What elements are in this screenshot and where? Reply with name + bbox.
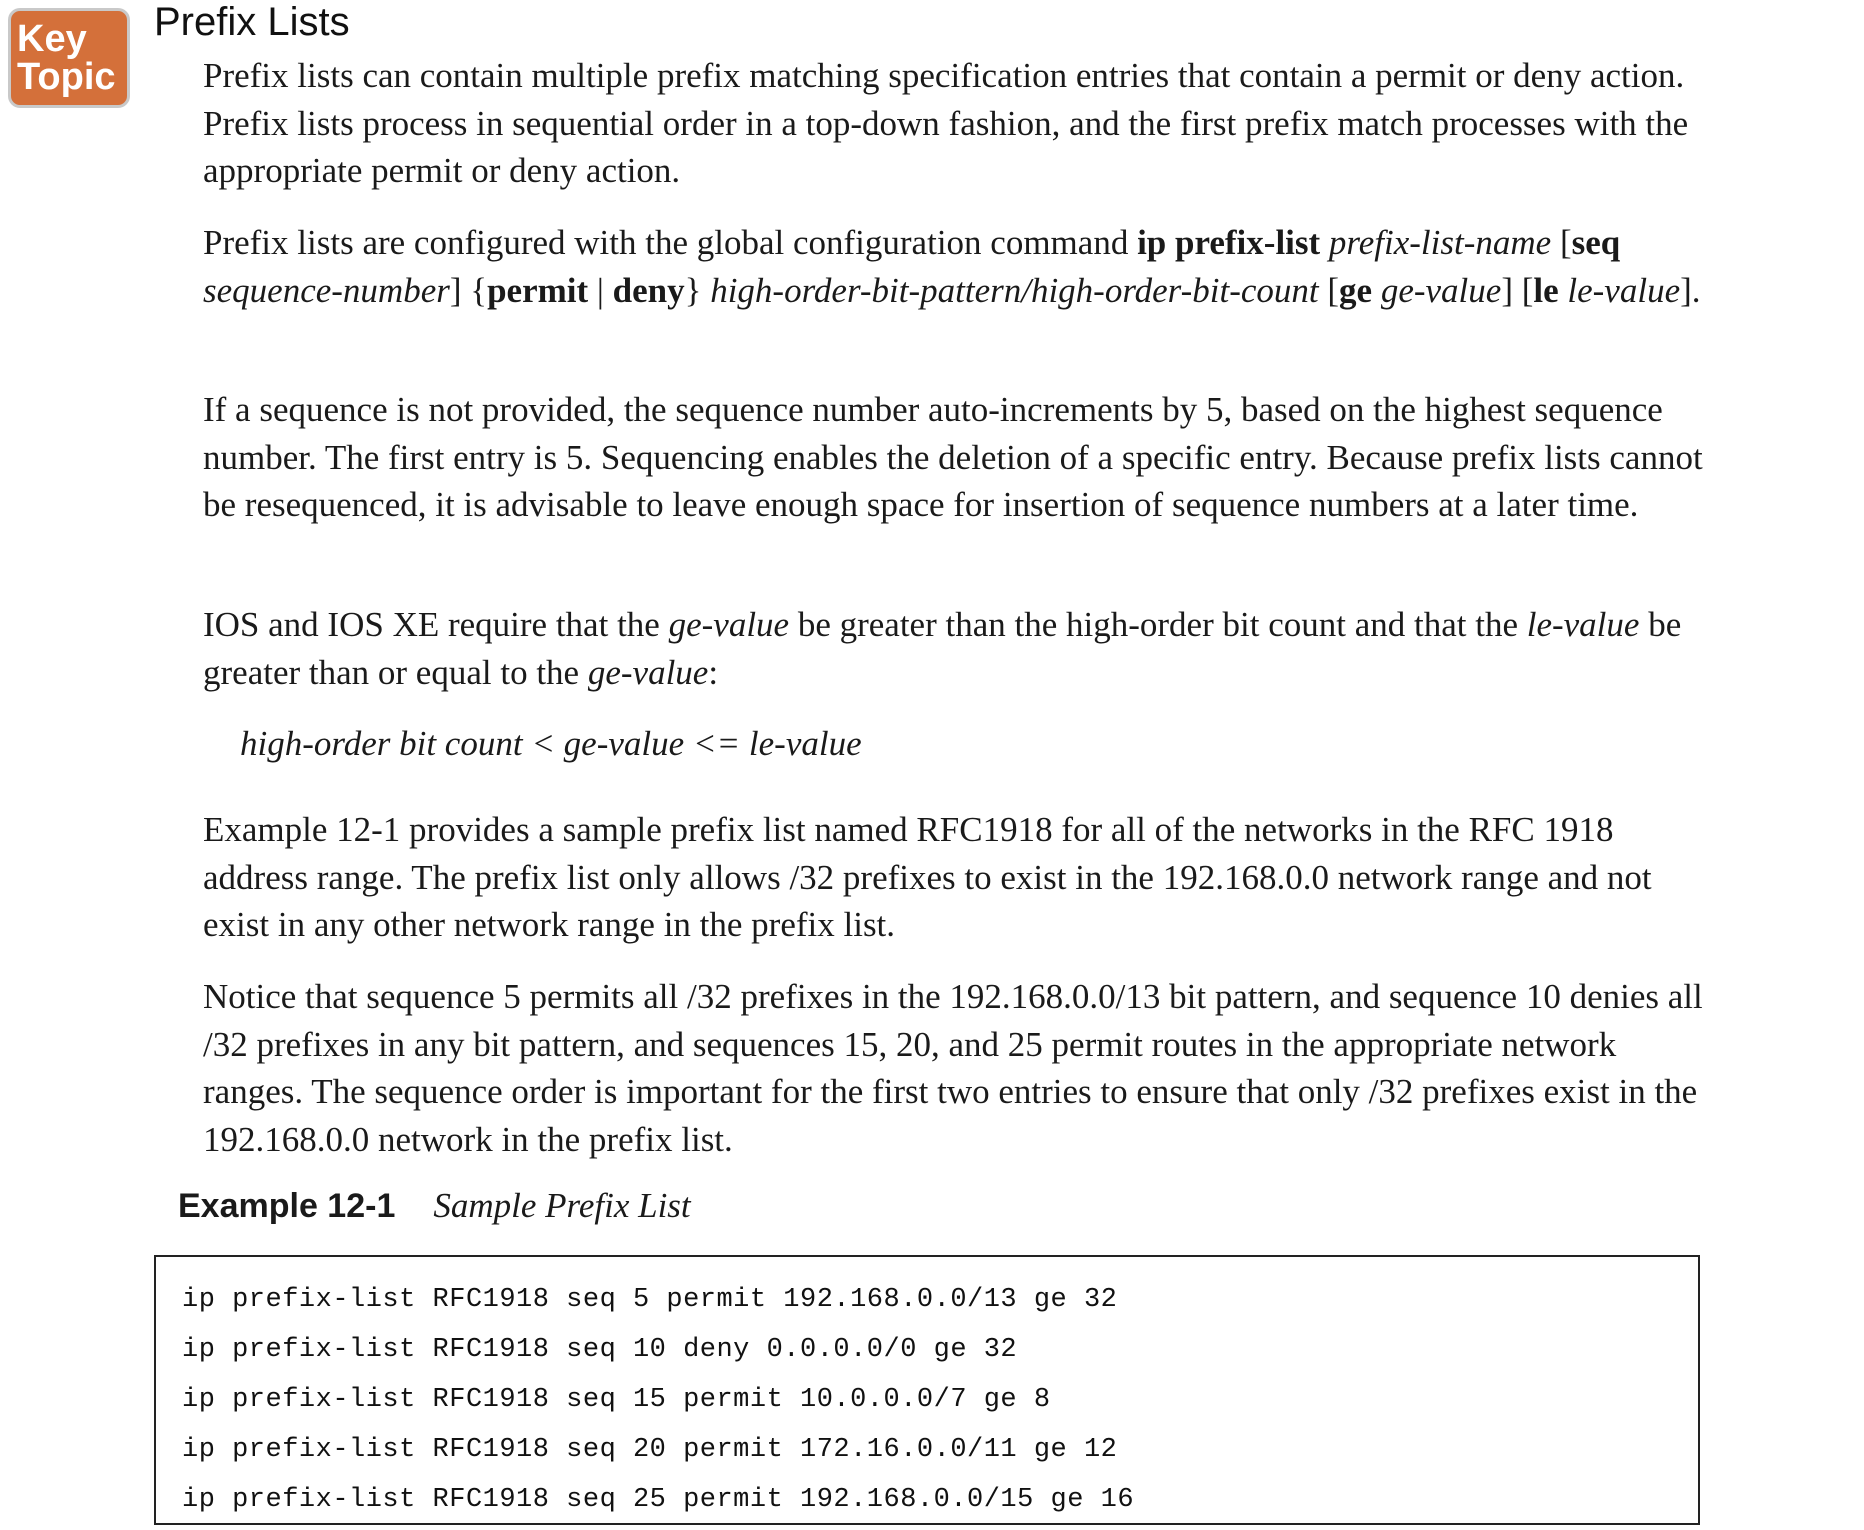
key-topic-line2: Topic: [17, 56, 116, 98]
example-title: Sample Prefix List: [433, 1186, 691, 1225]
code-block: ip prefix-list RFC1918 seq 5 permit 192.…: [154, 1255, 1700, 1525]
command-keyword: deny: [612, 270, 685, 310]
text-run: [1320, 223, 1329, 262]
term-italic: ge-value: [587, 652, 709, 692]
command-argument: sequence-number: [203, 270, 450, 310]
command-argument: le-value: [1567, 270, 1681, 310]
text-run: }: [684, 270, 711, 310]
command-keyword: le: [1533, 270, 1559, 310]
text-run: |: [588, 270, 613, 310]
text-run: [: [1551, 223, 1572, 262]
command-argument: high-order-bit-pattern/high-order-bit-co…: [710, 270, 1319, 310]
code-line: ip prefix-list RFC1918 seq 20 permit 172…: [182, 1435, 1118, 1465]
text-run: Prefix lists are configured with the glo…: [203, 223, 1138, 262]
command-keyword: ip prefix-list: [1137, 223, 1321, 262]
section-heading: Prefix Lists: [154, 0, 350, 44]
code-line: ip prefix-list RFC1918 seq 15 permit 10.…: [182, 1385, 1051, 1415]
text-run: ] {: [449, 270, 488, 310]
paragraph-sequence-notes: Notice that sequence 5 permits all /32 p…: [203, 977, 1703, 1159]
command-keyword: permit: [487, 270, 589, 310]
term-italic: ge-value: [668, 605, 790, 644]
text-run: be greater than or equal to the: [203, 605, 1682, 692]
example-label: Example 12-1: [178, 1187, 396, 1225]
key-topic-line1: Key: [17, 18, 87, 60]
text-run: [1372, 271, 1381, 310]
command-argument: ge-value: [1380, 270, 1502, 310]
paragraph-example-intro: Example 12-1 provides a sample prefix li…: [203, 810, 1652, 944]
code-line: ip prefix-list RFC1918 seq 25 permit 192…: [182, 1485, 1135, 1515]
command-keyword: ge: [1339, 270, 1373, 310]
command-argument: prefix-list-name: [1328, 223, 1552, 262]
paragraph-ge-le: IOS and IOS XE require that the ge-value…: [203, 601, 1723, 696]
text-run: ].: [1680, 270, 1701, 310]
paragraph-sequencing: If a sequence is not provided, the seque…: [203, 390, 1703, 524]
term-italic: le-value: [1526, 605, 1640, 644]
command-keyword: seq: [1571, 223, 1621, 262]
example-caption: Example 12-1 Sample Prefix List: [178, 1184, 691, 1228]
paragraph-intro: Prefix lists can contain multiple prefix…: [203, 56, 1689, 190]
paragraph-command-syntax: Prefix lists are configured with the glo…: [203, 219, 1723, 314]
text-run: :: [708, 652, 719, 692]
text-run: IOS and IOS XE require that the: [203, 605, 669, 644]
text-run: ] [: [1501, 270, 1534, 310]
text-run: [: [1318, 270, 1340, 310]
formula: high-order bit count < ge-value <= le-va…: [240, 724, 862, 763]
text-run: be greater than the high-order bit count…: [789, 605, 1527, 644]
key-topic-badge: Key Topic: [8, 8, 130, 108]
code-line: ip prefix-list RFC1918 seq 5 permit 192.…: [182, 1285, 1118, 1315]
code-line: ip prefix-list RFC1918 seq 10 deny 0.0.0…: [182, 1335, 1018, 1365]
